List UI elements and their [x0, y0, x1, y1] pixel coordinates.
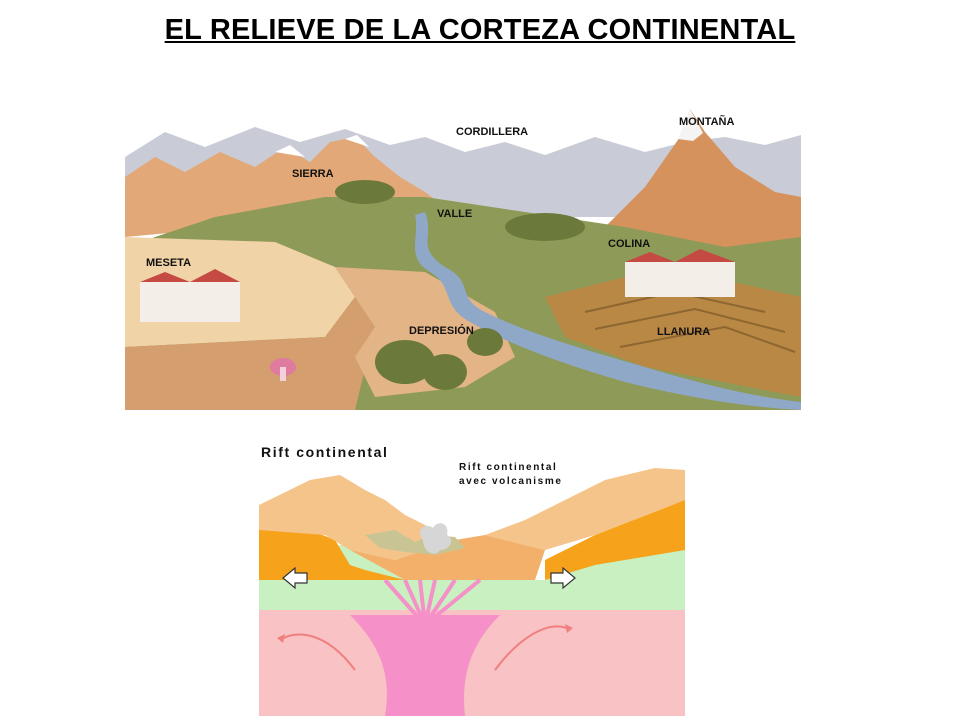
label-cordillera: CORDILLERA [456, 126, 528, 138]
magma-plume [350, 615, 500, 716]
rift-diagram: Rift continental Rift continental avec v… [259, 444, 685, 716]
label-sierra: SIERRA [292, 168, 334, 180]
label-colina: COLINA [608, 238, 650, 250]
river [415, 212, 801, 410]
mantle-layer [259, 525, 685, 610]
llanura-fields [545, 267, 801, 397]
mushroom-decoration [270, 358, 296, 381]
town-colina [625, 249, 735, 297]
crust-right [545, 500, 685, 580]
label-llanura: LLANURA [657, 326, 710, 338]
landscape-illustration: CORDILLERA MONTAÑA SIERRA VALLE COLINA M… [125, 97, 801, 410]
extension-arrow-left [282, 566, 308, 590]
page-title: EL RELIEVE DE LA CORTEZA CONTINENTAL [164, 14, 796, 46]
volcano-smoke [420, 523, 452, 554]
rift-subtitle-line1: Rift continental [459, 462, 557, 473]
extension-arrow-right [550, 566, 576, 590]
label-valle: VALLE [437, 208, 472, 220]
graben [350, 535, 545, 580]
crust-top-right [485, 468, 685, 550]
convection-arrow-left [279, 633, 356, 671]
label-meseta: MESETA [146, 257, 191, 269]
label-montana: MONTAÑA [679, 115, 734, 128]
town-meseta [140, 269, 240, 322]
label-depresion: DEPRESIÓN [409, 324, 474, 337]
magma-dikes [383, 578, 482, 627]
rift-title: Rift continental [261, 444, 388, 460]
rift-subtitle-line2: avec volcanisme [459, 476, 563, 487]
convection-arrow-right [494, 625, 571, 671]
